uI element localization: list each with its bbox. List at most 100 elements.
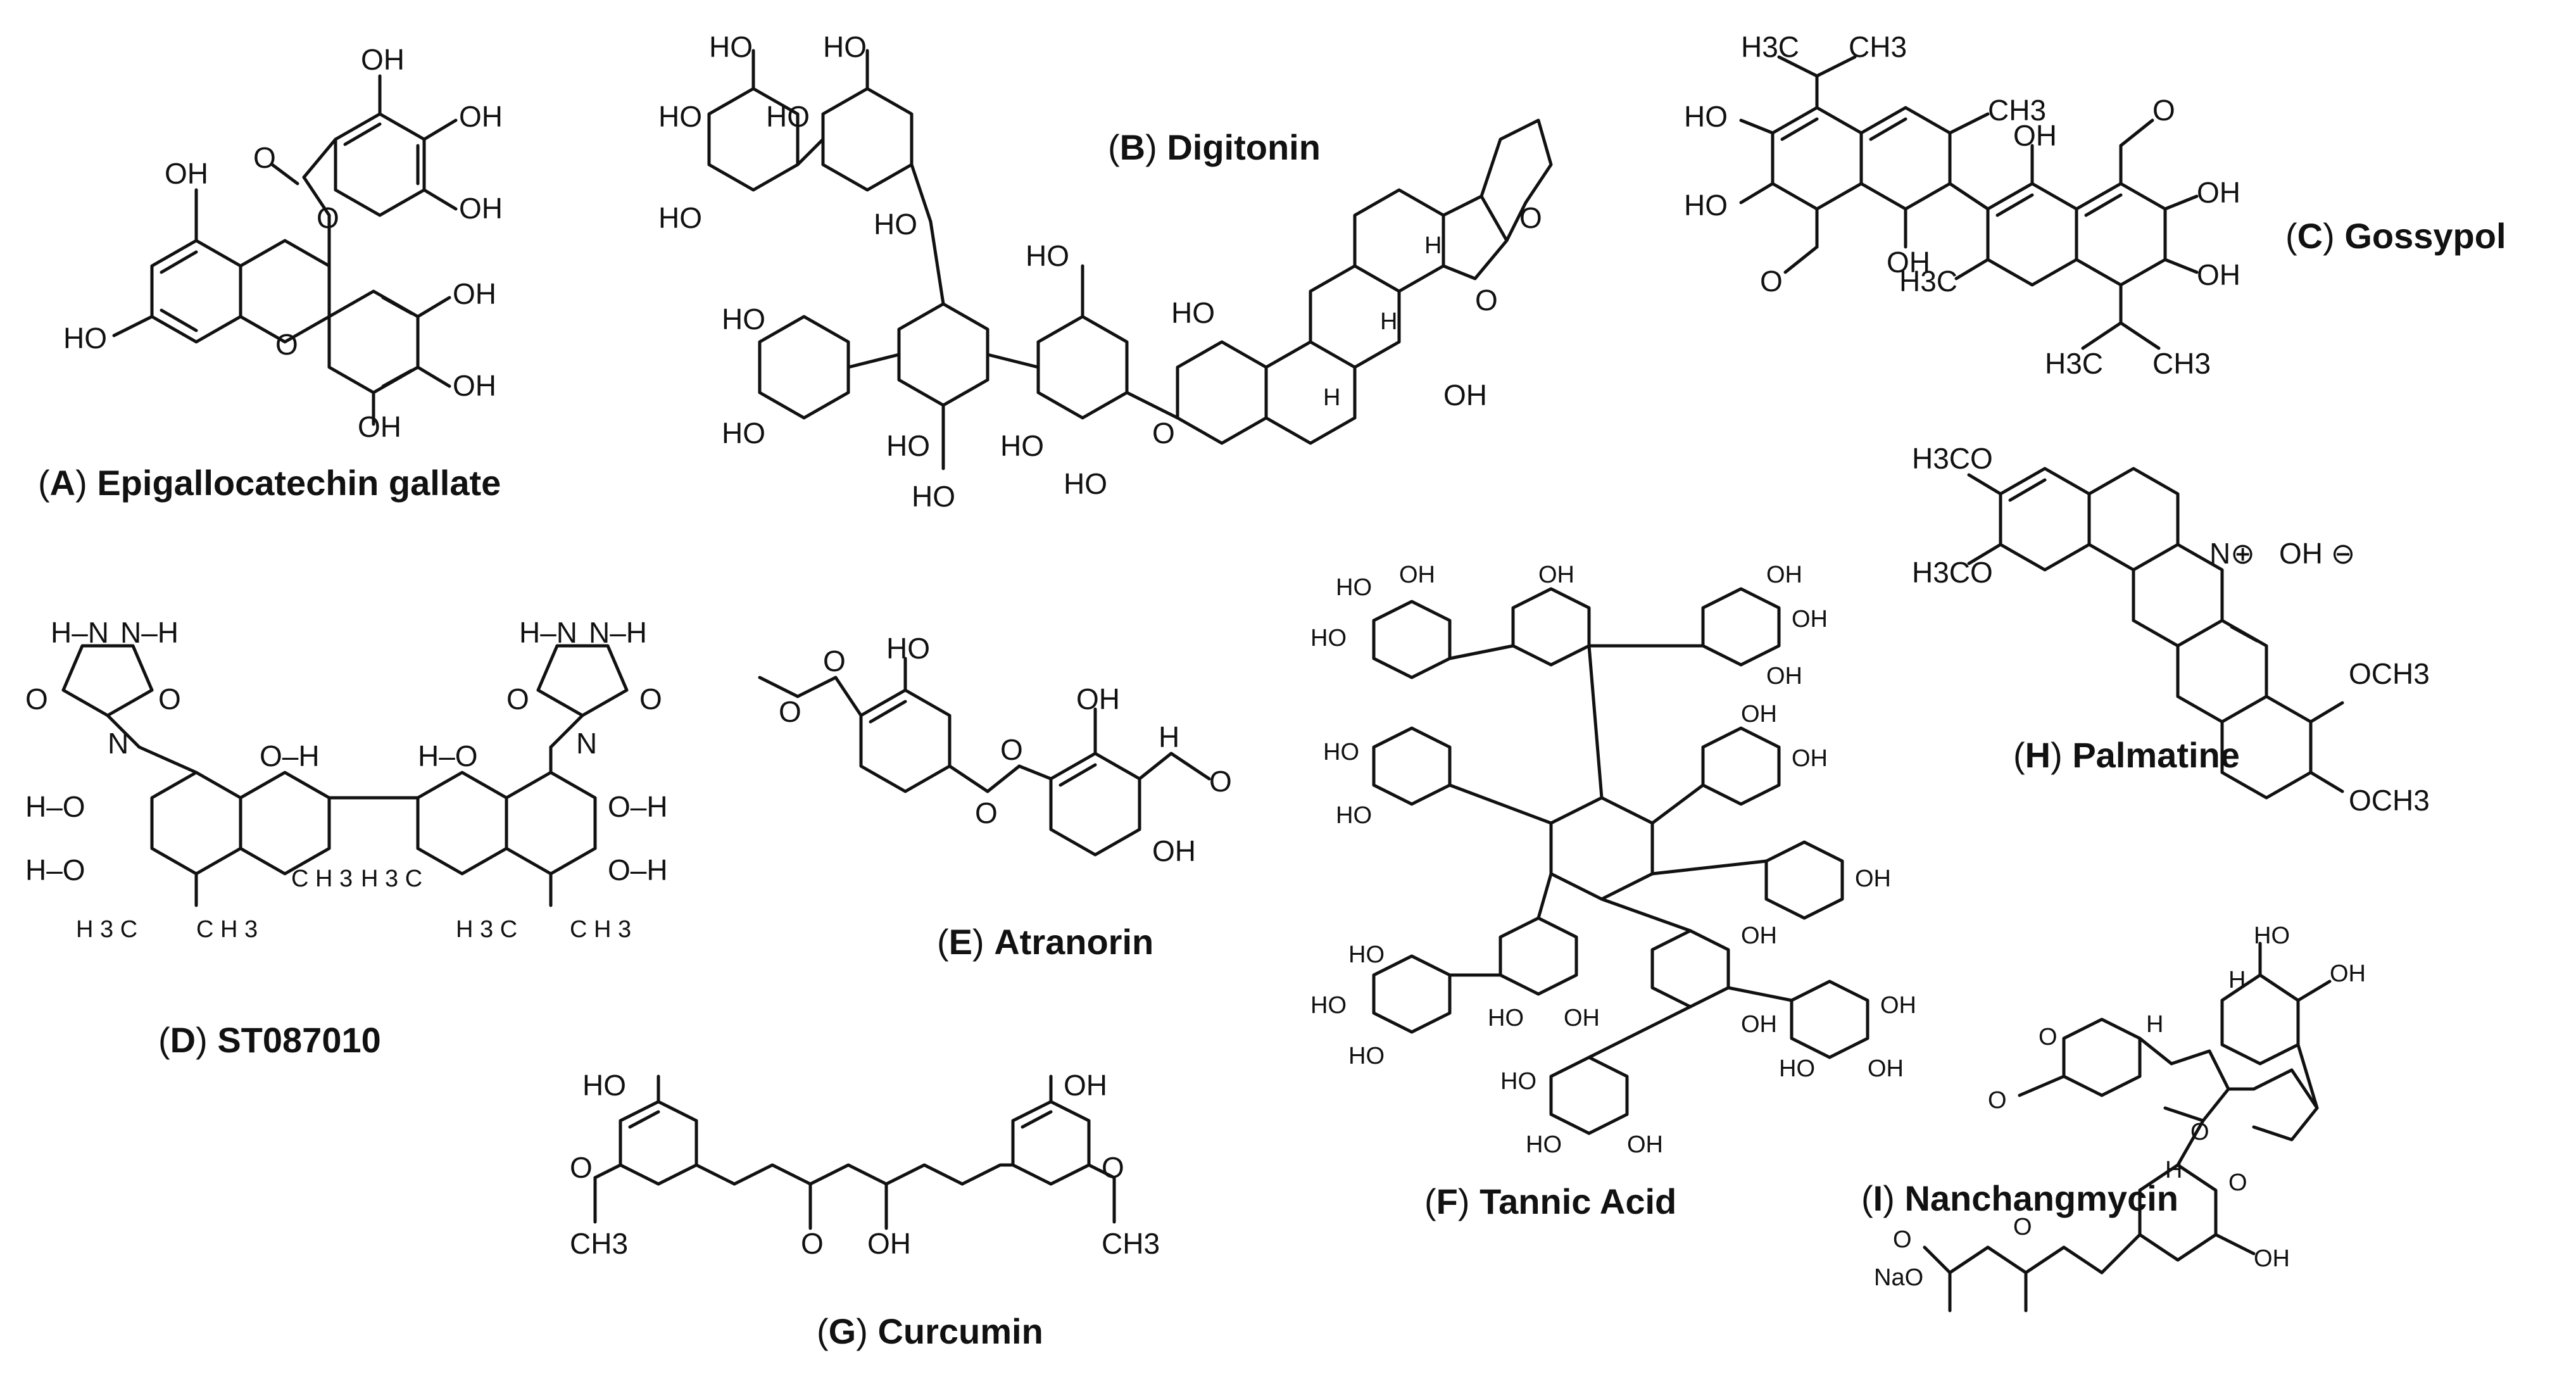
atranorin-ho-label: HO xyxy=(886,632,930,665)
nanchangmycin-h-label-1: H xyxy=(2165,1157,2182,1183)
nanchangmycin-drawing: HO OH O O O O O NaO O OH H H H xyxy=(1874,923,2366,1313)
gossypol-o-label-2: O xyxy=(2152,94,2175,127)
st087010-o-label-2: O xyxy=(158,683,181,715)
tannic-ho-label-4: HO xyxy=(1336,802,1372,829)
atranorin-drawing: O O HO O O OH H O OH xyxy=(758,632,1232,867)
digitonin-h-label-1: H xyxy=(1323,384,1340,411)
egcg-oh-label-3: OH xyxy=(459,100,503,133)
digitonin-ho-label-2: HO xyxy=(823,30,867,63)
structure-tannic-acid: HO OH HO OH OH OH OH HO HO OH OH OH HO H… xyxy=(1298,557,1916,1165)
digitonin-ring-o-label-2: O xyxy=(1519,201,1542,234)
digitonin-ho-label-8: HO xyxy=(722,417,765,450)
egcg-ho-label: HO xyxy=(63,322,107,355)
st087010-h-o-label-1: H–O xyxy=(418,740,478,772)
nanchangmycin-nao-label: NaO xyxy=(1874,1264,1923,1291)
caption-h: (H) Palmatine xyxy=(2013,735,2240,775)
egcg-ring-o-label: O xyxy=(275,328,298,361)
tannic-oh-label-8: OH xyxy=(1855,866,1891,892)
nanchangmycin-o-label-4: O xyxy=(2228,1169,2247,1196)
egcg-oh-label-7: OH xyxy=(358,410,401,443)
digitonin-ho-label-14: HO xyxy=(1171,296,1215,329)
digitonin-ho-label-4: HO xyxy=(658,201,702,234)
caption-f-letter: F xyxy=(1436,1181,1458,1221)
digitonin-ho-label-3: HO xyxy=(658,100,702,133)
curcumin-ch3-label-2: CH3 xyxy=(1102,1227,1160,1260)
caption-c-letter: C xyxy=(2297,216,2323,256)
atranorin-o-label-2: O xyxy=(779,695,801,728)
st087010-n-h-label-2: N–H xyxy=(589,616,647,649)
caption-b-letter: B xyxy=(1119,127,1146,167)
gossypol-ch3-label-1: CH3 xyxy=(1849,30,1907,63)
caption-b: (B) Digitonin xyxy=(1108,127,1321,167)
caption-d: (D) ST087010 xyxy=(158,1020,381,1060)
gossypol-ch3-label-2: CH3 xyxy=(1988,94,2046,127)
nanchangmycin-o-label-2: O xyxy=(1988,1087,2007,1114)
digitonin-o-label: O xyxy=(1152,417,1175,450)
caption-f-name: Tannic Acid xyxy=(1480,1181,1677,1221)
palmatine-h3co-label-2: H3CO xyxy=(1912,556,1993,589)
nanchangmycin-ho-label-1: HO xyxy=(2254,923,2290,949)
curcumin-o-label-3: O xyxy=(1102,1151,1124,1184)
digitonin-oh-label: OH xyxy=(1443,379,1487,412)
egcg-carbonyl-o-label: O xyxy=(253,141,276,174)
st087010-h-o-label-2: H–O xyxy=(25,790,85,823)
tannic-oh-label-10: OH xyxy=(1741,923,1777,949)
tannic-ho-label-3: HO xyxy=(1323,739,1359,765)
caption-a: (A) Epigallocatechin gallate xyxy=(38,463,501,503)
egcg-ester-o-label: O xyxy=(317,201,339,234)
tannic-oh-label-6: OH xyxy=(1741,701,1777,727)
st087010-h-n-label-2: H–N xyxy=(519,616,577,649)
atranorin-o-label-3: O xyxy=(975,797,998,829)
curcumin-drawing: HO O CH3 O OH OH O CH3 xyxy=(570,1069,1160,1260)
caption-i-letter: I xyxy=(1873,1178,1883,1218)
digitonin-ho-label-9: HO xyxy=(886,429,930,462)
caption-b-name: Digitonin xyxy=(1167,127,1321,167)
palmatine-drawing: H3CO H3CO N⊕ OH ⊖ OCH3 OCH3 xyxy=(1912,442,2430,817)
egcg-drawing: OH HO O O O OH OH OH OH OH OH xyxy=(63,43,503,443)
st087010-n-h-label-1: N–H xyxy=(120,616,179,649)
st087010-o-label-3: O xyxy=(506,683,529,715)
digitonin-h-label-2: H xyxy=(1380,308,1397,335)
gossypol-ho-label-2: HO xyxy=(1684,189,1728,222)
tannic-ho-label-7: HO xyxy=(1348,1043,1385,1069)
st087010-o-h-label-3: O–H xyxy=(608,853,668,886)
digitonin-ring-o-label-1: O xyxy=(1475,284,1498,317)
curcumin-oh-label-2: OH xyxy=(1064,1069,1107,1102)
palmatine-oh-minus-label: OH ⊖ xyxy=(2279,537,2355,570)
digitonin-h-label-3: H xyxy=(1424,232,1442,259)
tannic-oh-label-1: OH xyxy=(1399,562,1435,588)
caption-f: (F) Tannic Acid xyxy=(1424,1181,1677,1221)
tannic-oh-label-13: OH xyxy=(1880,992,1916,1019)
tannic-oh-label-3: OH xyxy=(1766,562,1802,588)
digitonin-ho-label-6: HO xyxy=(874,208,917,241)
st087010-h3c-label-2: H 3 C xyxy=(76,916,137,943)
structure-curcumin: HO O CH3 O OH OH O CH3 xyxy=(557,1064,1253,1304)
tannic-ho-label-9: HO xyxy=(1779,1055,1815,1082)
structure-atranorin: O O HO O O OH H O OH xyxy=(734,632,1272,912)
caption-c: (C) Gossypol xyxy=(2285,216,2506,256)
nanchangmycin-o-label-3: O xyxy=(2190,1119,2209,1145)
tannic-oh-label-12: OH xyxy=(1868,1055,1904,1082)
tannic-oh-label-7: OH xyxy=(1792,745,1828,772)
palmatine-n-plus-label: N⊕ xyxy=(2209,537,2255,570)
curcumin-o-label-2: O xyxy=(801,1227,824,1260)
tannic-oh-label-2: OH xyxy=(1538,562,1574,588)
structure-palmatine: H3CO H3CO N⊕ OH ⊖ OCH3 OCH3 xyxy=(1912,418,2564,848)
caption-h-name: Palmatine xyxy=(2072,735,2240,775)
tannic-oh-label-4: OH xyxy=(1792,606,1828,633)
caption-d-name: ST087010 xyxy=(217,1020,381,1060)
atranorin-o-label-1: O xyxy=(823,645,846,677)
tannic-ho-label-8: HO xyxy=(1488,1005,1524,1031)
tannic-ho-label-2: HO xyxy=(1310,625,1347,652)
egcg-oh-label-2: OH xyxy=(361,43,405,76)
egcg-oh-label-1: OH xyxy=(165,157,208,190)
structure-st087010: H–N N–H H–N N–H O O O O N N O–H H–O H–O … xyxy=(25,608,696,1000)
st087010-n-label-2: N xyxy=(576,727,597,760)
st087010-n-label-1: N xyxy=(108,727,129,760)
st087010-o-label-1: O xyxy=(25,683,48,715)
caption-c-name: Gossypol xyxy=(2344,216,2506,256)
digitonin-ho-label-10: HO xyxy=(912,480,955,513)
caption-e-letter: E xyxy=(948,922,973,962)
structure-epigallocatechin-gallate: OH HO O O O OH OH OH OH OH OH xyxy=(38,25,608,443)
st087010-o-h-label-1: O–H xyxy=(260,740,320,772)
